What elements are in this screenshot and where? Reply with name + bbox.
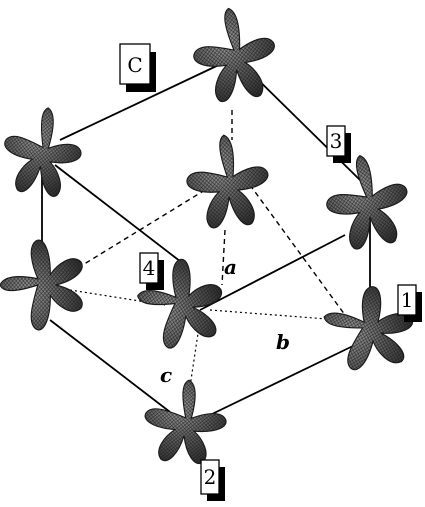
orbitals [0,1,420,467]
dashed-connections [49,110,346,401]
dotted-mid-right [209,309,341,321]
dashed-center-down [221,229,226,286]
badge-center: C [119,43,156,92]
orbital-bottom [140,376,231,467]
axis-label-a: a [224,255,237,279]
orbital-left [0,239,83,331]
badge-site-2-label: 2 [204,465,217,489]
axis-label-c: c [160,363,172,387]
badge-site-2: 2 [200,459,225,501]
badge-site-1: 1 [397,284,422,322]
edge-mid-right [199,234,346,311]
badge-site-4-label: 4 [143,256,156,280]
orbital-upper-left [0,101,87,201]
badge-site-3: 3 [326,125,351,163]
edge-top-left [59,61,226,141]
cell-edges [41,61,371,416]
edge-bottom-right [209,344,356,416]
badge-site-1-label: 1 [401,288,414,312]
orbital-right [319,147,416,254]
dashed-center-left [49,189,206,286]
edge-left-diag [54,164,186,266]
axis-label-b: b [276,330,290,354]
orbital-center [182,130,273,231]
badge-site-3-label: 3 [330,129,343,153]
badge-center-label: C [127,53,142,77]
edge-bottom-left [49,319,171,413]
dotted-mid-bottom [187,319,201,401]
badge-site-4: 4 [139,252,164,290]
